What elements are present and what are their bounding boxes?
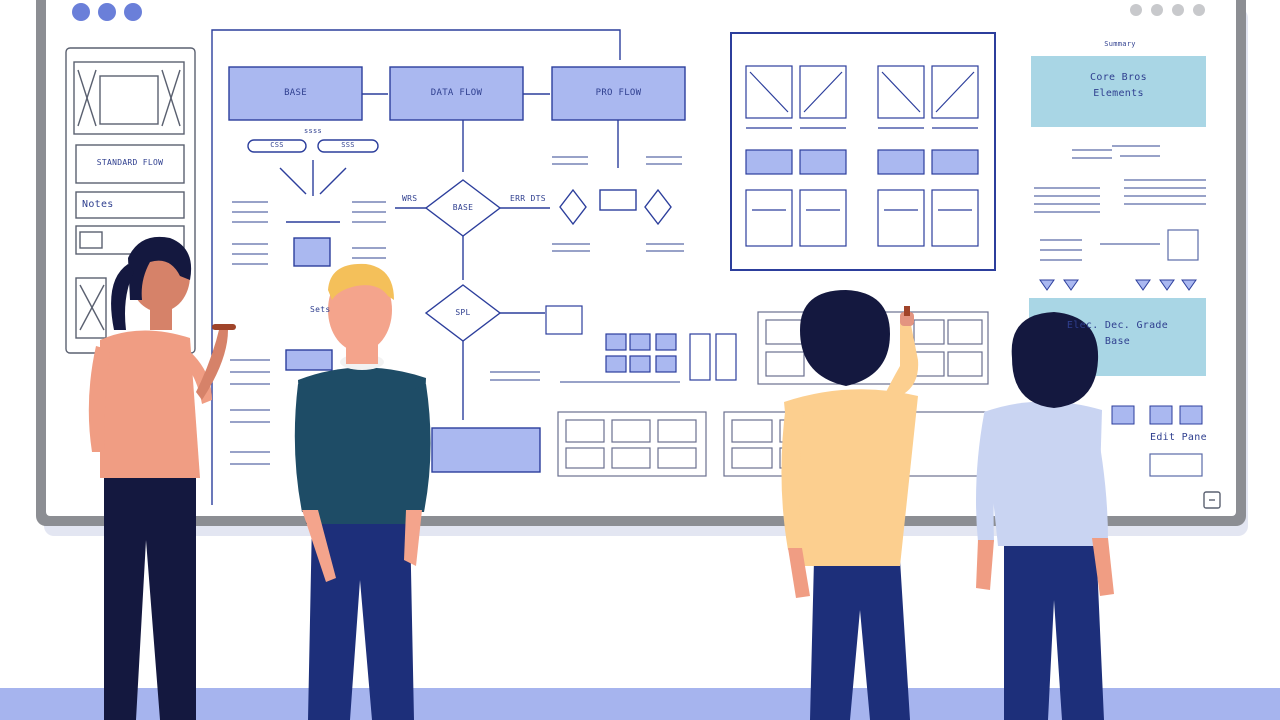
decision-label-2: SPL [455, 308, 471, 317]
woman-yellow-shirt [781, 290, 919, 720]
left-panel [65, 47, 196, 354]
marker-icon [212, 324, 236, 330]
left-panel-label-1: STANDARD FLOW [96, 158, 164, 167]
right-note-bottom-1: Elec. Dec. Grade [1066, 320, 1169, 331]
flow-box-label-2: DATA FLOW [430, 88, 483, 98]
marker-icon [904, 306, 910, 316]
person-lightblue-shirt [976, 312, 1114, 720]
process-icons [545, 305, 737, 381]
decision-label-1: BASE [452, 203, 474, 212]
window-controls-icon[interactable] [1130, 4, 1205, 16]
side-label-1: WRS [402, 194, 418, 203]
text-lines [230, 156, 684, 465]
flow-box-label-3: PRO FLOW [595, 88, 642, 98]
small-label-3: SSS [341, 141, 355, 149]
right-note-top-2: Elements [1093, 88, 1144, 99]
side-label-2: ERR DTS [510, 194, 546, 203]
right-note-top-1: Core Bros [1090, 72, 1147, 83]
right-title: Summary [1104, 40, 1136, 48]
woman-pink-shirt [88, 236, 236, 720]
right-note-bottom-2: Base [1104, 336, 1131, 347]
side-label-3: Sets [310, 305, 331, 314]
storyboard-panel [730, 32, 996, 271]
flowchart [211, 29, 686, 505]
small-label-2: CSS [270, 141, 284, 149]
small-label-1: ssss [303, 127, 323, 135]
right-bottom-label: Edit Pane [1150, 432, 1207, 443]
window-dots-icon[interactable] [72, 3, 142, 21]
corner-resize-icon[interactable] [1203, 491, 1221, 509]
flow-box-label-1: BASE [284, 88, 307, 98]
man-teal-sweater [294, 263, 431, 720]
left-panel-label-2: Notes [82, 199, 114, 210]
